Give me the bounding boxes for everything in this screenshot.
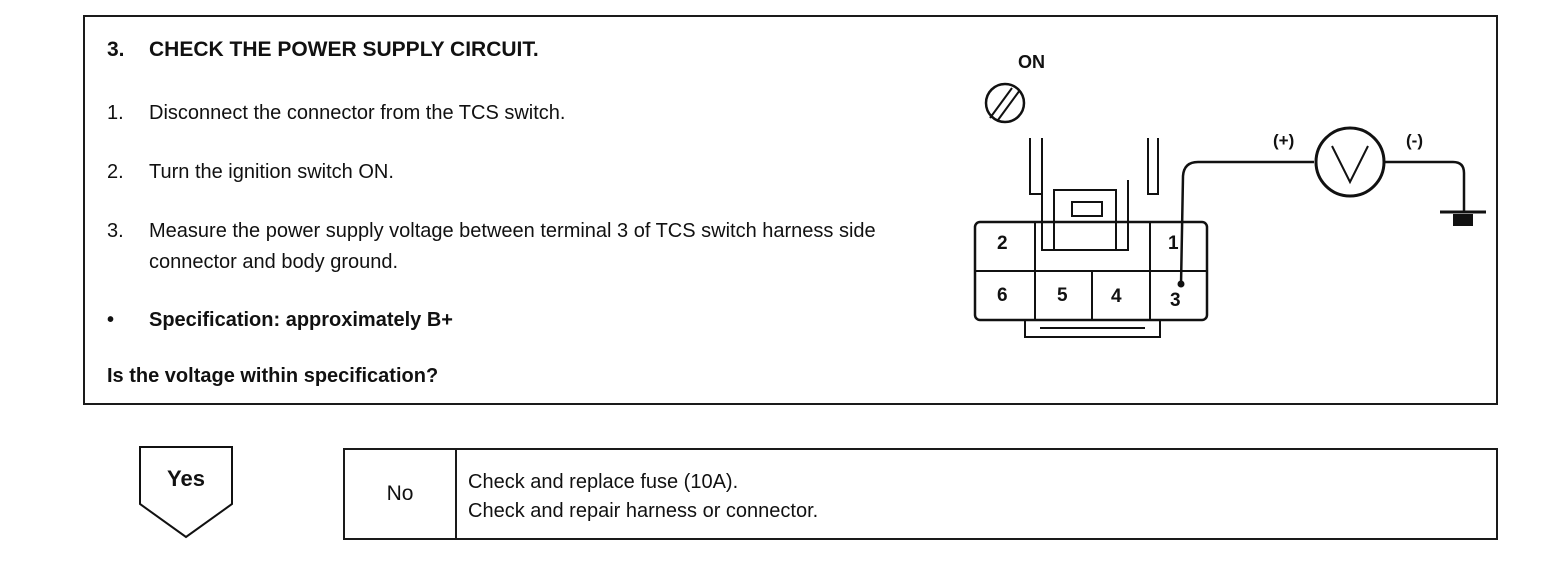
step-title: CHECK THE POWER SUPPLY CIRCUIT.	[149, 38, 539, 61]
negative-terminal-label: (-)	[1406, 131, 1423, 150]
specification-text: Specification: approximately B+	[149, 309, 453, 331]
probe-lead	[1177, 160, 1314, 288]
ground-icon	[1384, 160, 1486, 226]
voltmeter-icon	[1314, 126, 1386, 198]
step-panel	[83, 15, 1498, 405]
connector-icon	[973, 138, 1209, 338]
instruction-text: Measure the power supply voltage between…	[149, 220, 876, 273]
terminal-6-label: 6	[997, 285, 1008, 306]
yes-label: Yes	[167, 466, 205, 491]
wiring-diagram: ON 2 1 6 5 4 3 (+) (-)	[973, 52, 1486, 338]
no-action-item: Check and replace fuse (10A).	[468, 471, 739, 493]
terminal-4-label: 4	[1111, 286, 1122, 307]
question-text: Is the voltage within specification?	[107, 365, 439, 387]
no-label: No	[345, 450, 457, 538]
yes-outcome: Yes	[138, 446, 234, 545]
no-action-item: Check and repair harness or connector.	[468, 500, 819, 522]
ignition-switch-icon	[984, 82, 1026, 124]
instruction-number: 1.	[107, 102, 124, 124]
instruction-text: Turn the ignition switch ON.	[149, 161, 394, 183]
ignition-on-label: ON	[1018, 52, 1045, 72]
positive-terminal-label: (+)	[1273, 131, 1294, 150]
terminal-5-label: 5	[1057, 285, 1068, 306]
step-heading: 3. CHECK THE POWER SUPPLY CIRCUIT.	[107, 38, 539, 62]
no-action-list: Check and replace fuse (10A). Check and …	[468, 468, 818, 526]
instruction-item: 3. Measure the power supply voltage betw…	[107, 216, 907, 278]
specification-item: • Specification: approximately B+	[107, 305, 453, 336]
step-number: 3.	[107, 38, 125, 61]
terminal-1-label: 1	[1168, 233, 1179, 254]
instruction-item: 2. Turn the ignition switch ON.	[107, 157, 394, 188]
bullet-icon: •	[107, 309, 115, 331]
terminal-2-label: 2	[997, 233, 1008, 254]
instruction-text: Disconnect the connector from the TCS sw…	[149, 102, 566, 124]
instruction-item: 1. Disconnect the connector from the TCS…	[107, 98, 565, 129]
no-outcome: No Check and replace fuse (10A). Check a…	[343, 448, 1498, 540]
yes-arrow-icon	[139, 446, 233, 539]
terminal-3-label: 3	[1170, 290, 1181, 311]
instruction-number: 2.	[107, 161, 124, 183]
instruction-number: 3.	[107, 220, 124, 242]
